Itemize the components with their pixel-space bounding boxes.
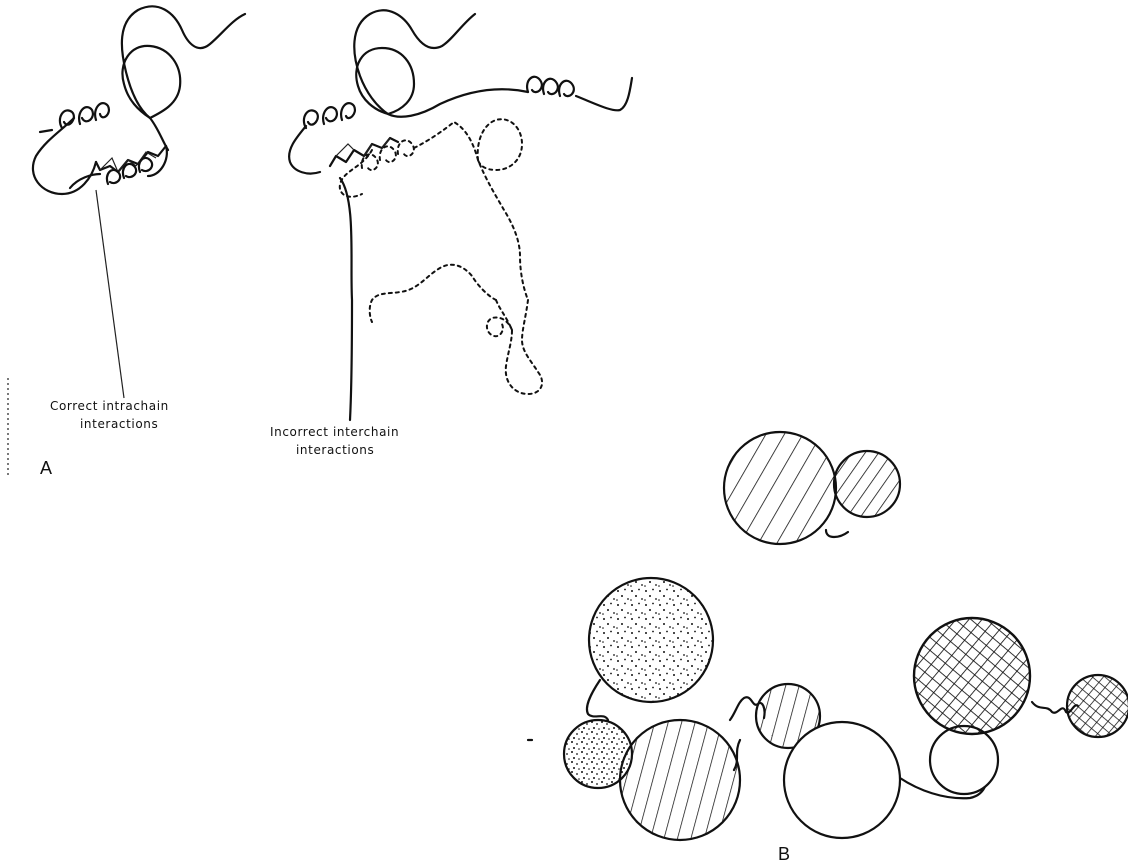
incorrect-fold-structure <box>289 10 632 420</box>
domain-sphere-small-hatched <box>834 451 900 517</box>
correct-pointer-line <box>96 190 124 398</box>
domain-sphere-large-hatched <box>724 432 836 544</box>
incorrect-pointer-line <box>340 178 352 420</box>
domain-sphere-stippled-large <box>589 578 713 702</box>
correct-label-line1: Correct intrachain <box>50 399 169 413</box>
correct-label-line2: interactions <box>80 417 158 431</box>
domain-sphere-striped <box>620 720 740 840</box>
incorrect-label-line1: Incorrect interchain <box>270 425 399 439</box>
domain-sphere-crosshatched <box>914 618 1030 734</box>
panel-a-letter: A <box>40 458 52 478</box>
correct-fold-structure <box>33 6 245 398</box>
domain-sphere-crosshatched-small <box>1067 675 1128 737</box>
domain-sphere-empty-large <box>784 722 900 838</box>
multidomain-chain <box>564 578 1128 840</box>
domain-pair-top <box>724 432 900 544</box>
incorrect-label-line2: interactions <box>296 443 374 457</box>
panel-b-letter: B <box>778 844 790 864</box>
domain-sphere-empty-small <box>930 726 998 794</box>
